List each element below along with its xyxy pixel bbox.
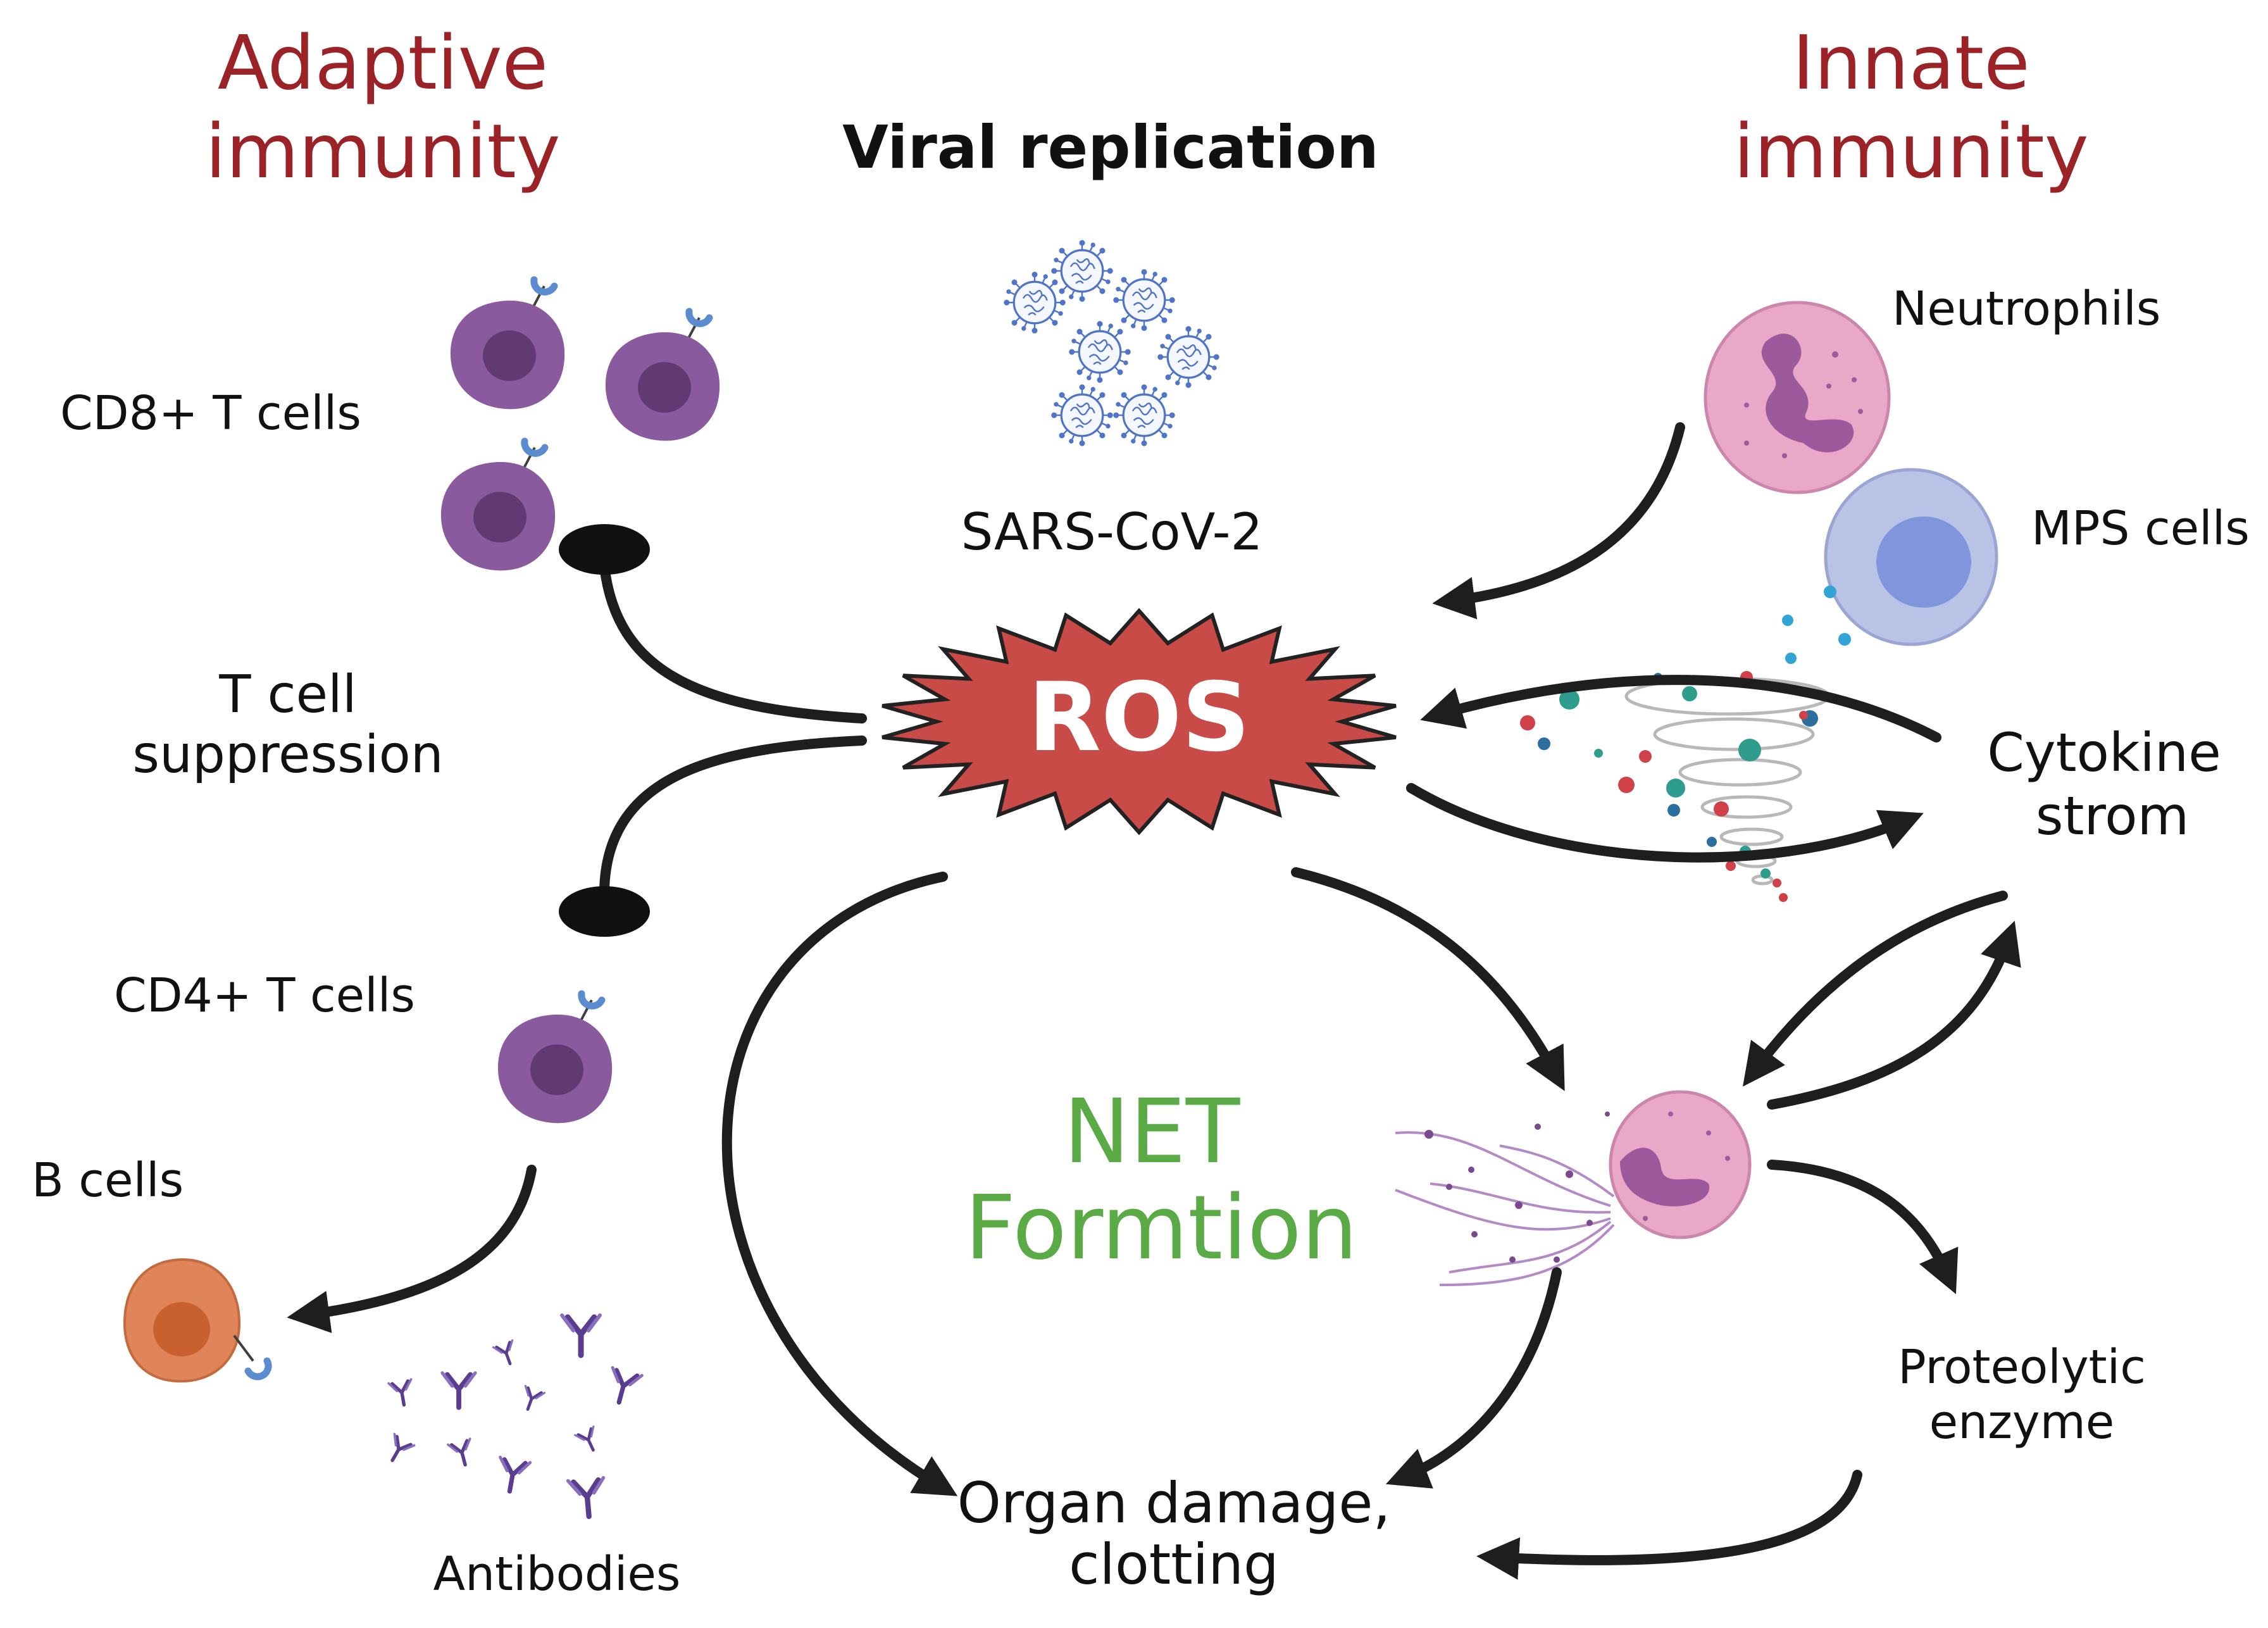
proteolytic-enzyme-label: Proteolytic enzyme (1898, 1340, 2146, 1450)
ros-to-net-arrow (1291, 867, 1565, 1091)
proteolytic-to-organ-damage-arrow (1476, 1470, 1862, 1580)
inhibition-line (599, 736, 867, 894)
antibody-icon (495, 1457, 530, 1494)
antibodies-icon (383, 1315, 642, 1518)
tcell-inhibition-top (559, 524, 867, 723)
cytokine-to-ros-arrow (1420, 675, 1941, 742)
ros-burst-icon: ROS (882, 608, 1397, 836)
cytokine-storm-icon (1520, 671, 1831, 902)
virus-icon (1068, 320, 1131, 384)
innate-header-line1: Innate (1792, 19, 2030, 106)
neutrophils-label: Neutrophils (1892, 282, 2160, 336)
cd4-to-bcells-arrow (287, 1165, 537, 1333)
cytokine-line2: strom (2036, 785, 2190, 847)
tcell-icon (606, 311, 720, 441)
neutrophils-to-ros-arrow (1432, 422, 1685, 620)
mps-cells-label: MPS cells (2031, 501, 2250, 556)
adaptive-header-line1: Adaptive (218, 19, 548, 106)
tcell-suppression-label: T cell suppression (132, 665, 444, 785)
net-to-proteolytic-arrow (1767, 1160, 1959, 1294)
bcell-icon (123, 1258, 272, 1383)
ros-burst-shape (882, 608, 1397, 836)
antibody-icon (604, 1368, 642, 1406)
inhibition-line (599, 561, 867, 723)
ros-to-organ-damage-arrow (721, 872, 958, 1496)
antibody-icon (442, 1373, 475, 1408)
cytokine-line1: Cytokine (1987, 722, 2221, 784)
tcell-suppression-line2: suppression (132, 725, 444, 785)
cytokine-to-net-arrow (1742, 891, 2008, 1087)
inhibition-bar-icon (559, 524, 650, 575)
virus-icon (1003, 271, 1066, 334)
adaptive-immunity-header: Adaptive immunity (205, 19, 560, 195)
innate-header-line2: immunity (1733, 108, 2088, 195)
cd4-tcells-label: CD4+ T cells (114, 968, 415, 1023)
bcells-label: B cells (32, 1153, 184, 1208)
neutrophil-icon (1704, 301, 1891, 494)
innate-immunity-header: Innate immunity (1733, 19, 2088, 195)
proteolytic-line2: enzyme (1929, 1395, 2115, 1450)
sars-cov-2-label: SARS-CoV-2 (961, 503, 1263, 561)
net-to-cytokine-arrow (1767, 920, 2021, 1110)
net-line2: Formtion (965, 1177, 1358, 1280)
net-formation-label: NET Formtion (965, 1080, 1358, 1280)
antibody-icon (518, 1386, 545, 1413)
organ-damage-line2: clotting (1069, 1532, 1279, 1597)
tcell-icon (451, 280, 564, 409)
virus-icon (1112, 268, 1176, 332)
cd8-tcells-icon (441, 280, 720, 570)
sars-cov-2-virus-cluster-icon (1003, 239, 1220, 447)
net-neutrophil-icon (1395, 1090, 1752, 1286)
adaptive-header-line2: immunity (205, 108, 560, 195)
organ-damage-line1: Organ damage, (957, 1470, 1391, 1536)
ros-label: ROS (1028, 663, 1250, 773)
virus-icon (1157, 325, 1220, 389)
tcell-icon (441, 441, 555, 570)
virus-icon (1112, 384, 1176, 447)
antibodies-label: Antibodies (433, 1547, 681, 1601)
cytokine-storm-label: Cytokine strom (1987, 722, 2221, 847)
viral-replication-header: Viral replication (842, 113, 1379, 182)
antibody-icon (575, 1427, 602, 1455)
cd4-tcell-icon (498, 994, 612, 1123)
ros-to-cytokine-arrow (1406, 783, 1924, 863)
organ-damage-label: Organ damage, clotting (957, 1470, 1391, 1597)
antibody-icon (493, 1340, 520, 1367)
antibody-icon (562, 1315, 600, 1355)
antibody-icon (383, 1434, 414, 1466)
mps-cell-icon (1782, 468, 1998, 664)
antibody-icon (568, 1478, 607, 1518)
proteolytic-line1: Proteolytic (1898, 1340, 2146, 1394)
cd8-tcells-label: CD8+ T cells (60, 386, 361, 441)
net-line1: NET (1064, 1080, 1240, 1184)
tcell-suppression-line1: T cell (218, 665, 356, 725)
inhibition-bar-icon (559, 886, 650, 937)
virus-icon (1050, 239, 1114, 303)
virus-icon (1050, 384, 1114, 447)
tcell-inhibition-bottom (559, 736, 867, 937)
net-to-organ-damage-arrow (1385, 1267, 1562, 1489)
antibody-icon (448, 1439, 477, 1468)
antibody-icon (389, 1379, 415, 1406)
